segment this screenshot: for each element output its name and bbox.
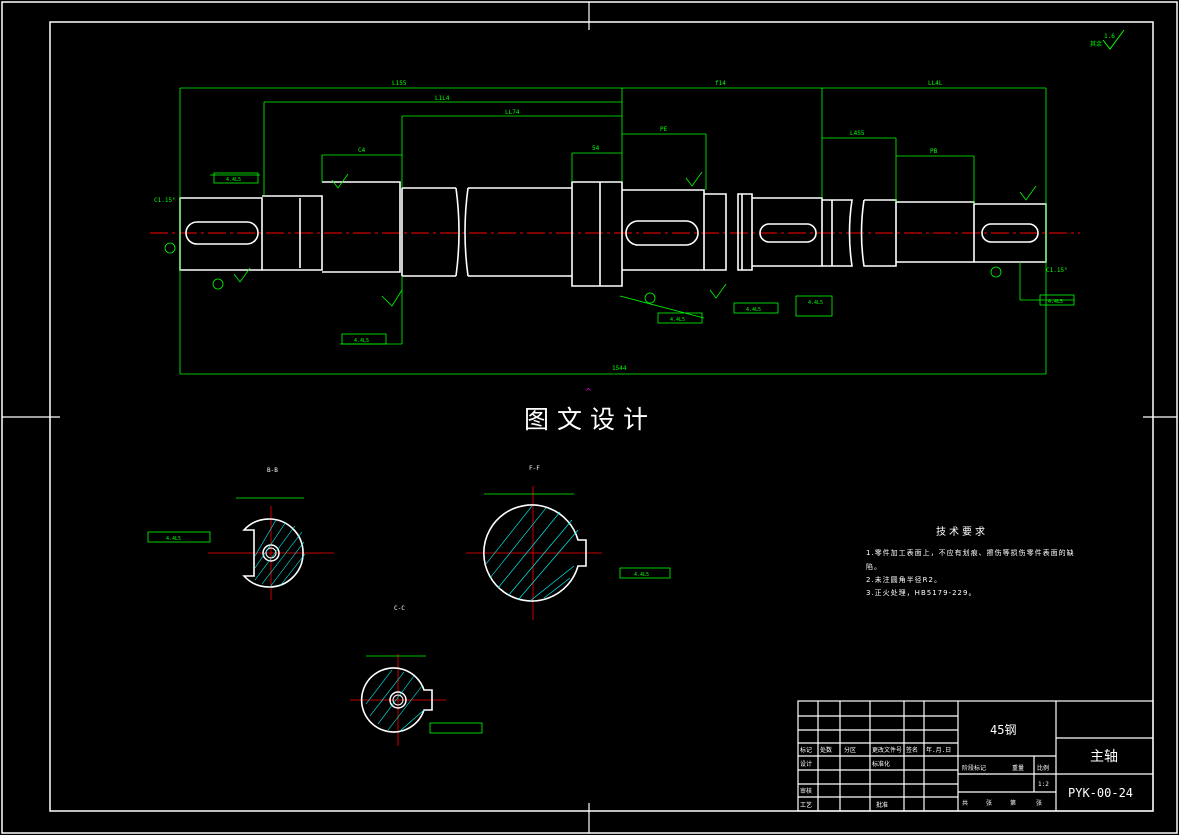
svg-text:L1L4: L1L4	[435, 95, 450, 102]
svg-text:L155: L155	[392, 80, 407, 87]
part-name: 主轴	[1090, 749, 1118, 765]
tech-requirement-line: 1.零件加工表面上，不应有划痕、擦伤等损伤零件表面的缺	[866, 549, 1075, 557]
svg-text:1.6: 1.6	[1104, 33, 1115, 40]
section-c-c: C-C	[350, 605, 446, 746]
svg-text:1544: 1544	[612, 365, 627, 372]
tolerance-frames	[147, 172, 1075, 734]
svg-text:F-F: F-F	[529, 465, 540, 472]
svg-text:4.4L5: 4.4L5	[166, 536, 181, 542]
tb-role-cell: 审核	[800, 788, 813, 795]
section-f-f: F-F	[466, 465, 602, 620]
svg-text:f14: f14	[715, 80, 726, 87]
svg-text:LL74: LL74	[505, 109, 520, 116]
svg-text:L4S5: L4S5	[850, 130, 865, 137]
tb-right-cell: 张	[986, 800, 993, 807]
svg-text:PB: PB	[930, 148, 938, 155]
svg-text:4.4L5: 4.4L5	[354, 338, 369, 344]
tb-header-cell: 标记	[800, 747, 813, 754]
tb-right-cell: 共	[962, 800, 969, 807]
tb-header-cell: 签名	[906, 747, 919, 754]
tb-role-cell: 标准化	[872, 761, 891, 768]
svg-text:PE: PE	[660, 126, 668, 133]
tb-header-cell: 更改文件号	[872, 747, 903, 754]
section-b-b: B-B	[208, 467, 334, 600]
tolerance-frame-texts: 4.4L5 4.4L5 4.4L5 4.4L5 4.4L5 4.4L5 4.4L…	[166, 177, 1063, 578]
dimension-lines	[179, 87, 1074, 375]
svg-text:C4: C4	[358, 147, 366, 154]
svg-text:4.4L5: 4.4L5	[746, 307, 761, 313]
marker-icon: ^	[585, 387, 592, 396]
tb-right-cell: 张	[1036, 800, 1043, 807]
tb-right-cell: 阶段标记	[962, 765, 987, 772]
svg-text:4.4L5: 4.4L5	[226, 177, 241, 183]
tb-right-cell: 第	[1010, 800, 1017, 807]
svg-text:C1.15°: C1.15°	[154, 197, 176, 204]
tech-requirement-line: 2.未注圆角半径R2。	[866, 576, 942, 584]
tb-role-cell: 工艺	[800, 802, 813, 809]
svg-text:C-C: C-C	[394, 605, 405, 612]
material-label: 45钢	[990, 723, 1017, 737]
datum-markers	[164, 171, 1037, 307]
title-block	[797, 700, 1154, 812]
svg-text:B-B: B-B	[267, 467, 278, 474]
tb-header-cell: 处数	[820, 747, 833, 754]
tb-role-cell: 批准	[876, 802, 889, 809]
tb-header-cell: 年.月.日	[926, 747, 952, 754]
tech-requirement-line: 3.正火处理，HB5179-229。	[866, 589, 977, 597]
svg-text:4.4L5: 4.4L5	[670, 317, 685, 323]
roughness-note: 其余 1.6	[1090, 29, 1125, 50]
tech-requirement-line: 陷。	[866, 563, 882, 571]
svg-text:LL4L: LL4L	[928, 80, 943, 87]
svg-text:C1.15°: C1.15°	[1046, 267, 1068, 274]
svg-text:4.4L5: 4.4L5	[634, 572, 649, 578]
watermark-text: 图文设计	[524, 405, 657, 434]
svg-text:4.4L5: 4.4L5	[1048, 299, 1063, 305]
tb-right-cell: 比例	[1037, 765, 1050, 772]
dimension-texts: L155 f14 LL4L L1L4 LL74 C4 54 PE L4S5 PB…	[154, 80, 1068, 372]
tb-header-cell: 分区	[844, 747, 857, 754]
tb-right-cell: 重量	[1012, 765, 1025, 772]
shaft-main-view	[179, 181, 1047, 287]
drawing-number: PYK-00-24	[1068, 786, 1134, 800]
svg-text:54: 54	[592, 145, 600, 152]
svg-text:4.4L5: 4.4L5	[808, 300, 823, 306]
svg-text:其余: 其余	[1090, 40, 1102, 48]
scale-value: 1:2	[1038, 781, 1049, 788]
tech-requirements-title: 技术要求	[936, 527, 988, 538]
tb-role-cell: 设计	[800, 761, 813, 768]
